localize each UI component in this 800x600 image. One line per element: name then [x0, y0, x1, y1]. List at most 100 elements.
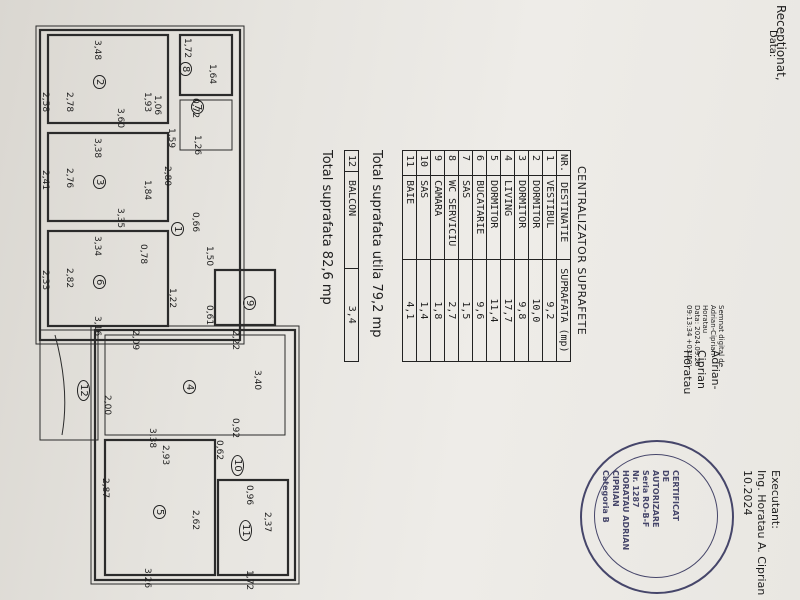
room-number-5: 5	[153, 505, 172, 520]
row-nr: 2	[528, 150, 543, 176]
row-destinatie: DORMITOR	[514, 175, 529, 260]
dim-r3-bottom: 3,35	[115, 208, 125, 229]
dim-r2-bottom: 3,60	[115, 108, 125, 129]
dim-r4-b: 2,22	[230, 330, 240, 351]
room-number-12: 12	[77, 380, 96, 401]
total-useful: Total suprafata utila 79,2 mp	[369, 150, 384, 338]
row-destinatie: CAMARA	[430, 175, 445, 260]
dim-r7-d: 1,26	[192, 135, 202, 156]
row-suprafata: 2,7	[444, 259, 459, 362]
digital-line-2: Adrian-Ciprian	[709, 305, 717, 356]
room-walls	[46, 33, 290, 577]
stamp-line-3: AUTORIZARE	[651, 470, 660, 528]
room-number-3: 3	[93, 175, 112, 190]
dim-r5-left: 2,87	[100, 478, 110, 499]
room-number-7: 7	[191, 100, 210, 115]
row-suprafata: 10,0	[528, 259, 543, 362]
row-destinatie: DORMITOR	[486, 175, 501, 260]
header-destinatie: DESTINATIE	[556, 175, 571, 260]
row-nr: 6	[472, 150, 487, 176]
dim-r1-a: 2,80	[162, 166, 172, 187]
table-title: CENTRALIZATOR SUPRAFETE	[575, 166, 588, 336]
digital-line-3: Horatau	[701, 305, 709, 334]
outer-walls	[35, 25, 300, 585]
executant-label: Executant:	[769, 470, 782, 529]
row-nr: 1	[542, 150, 557, 176]
dim-r5-bottom: 3,26	[142, 568, 152, 589]
dim-r1-d: 1,22	[167, 288, 177, 309]
row-nr: 4	[500, 150, 515, 176]
room-number-4: 4	[183, 380, 202, 395]
row-destinatie: WC SERVICIU	[444, 175, 459, 260]
dim-r2-left: 2,58	[40, 92, 50, 113]
authorization-stamp: CERTIFICAT DE AUTORIZARE Seria RO-B-F Nr…	[580, 440, 734, 594]
dim-r3-left: 2,41	[40, 170, 50, 191]
stamp-line-6: HORATAU ADRIAN	[621, 470, 630, 551]
row-destinatie: SAS	[458, 175, 473, 260]
digital-line-1: Semnat digital de	[717, 305, 725, 367]
row-nr: 5	[486, 150, 501, 176]
row-nr: 3	[514, 150, 529, 176]
room-number-1: 1	[171, 222, 190, 237]
row-destinatie: BUCATARIE	[472, 175, 487, 260]
data-label: Data:	[767, 30, 778, 58]
dim-r8-top: 1,72	[182, 38, 192, 59]
area-table-block: CENTRALIZATOR SUPRAFETE NR. DESTINATIE S…	[319, 150, 588, 362]
stamp-line-8: Categoria B	[601, 470, 610, 523]
stamp-line-5: Nr. 1287	[631, 470, 640, 508]
dim-r8-right: 1,64	[207, 64, 217, 85]
dim-r6-mid: 2,82	[64, 268, 74, 289]
room-number-9: 9	[243, 296, 262, 311]
dim-r6-left: 2,33	[40, 270, 50, 291]
row-suprafata: 9,8	[514, 259, 529, 362]
stamp-line-2: DE	[661, 470, 670, 483]
row-suprafata: 9,6	[472, 259, 487, 362]
total-area: Total suprafata 82,6 mp	[319, 150, 334, 305]
room-number-6: 6	[93, 275, 112, 290]
dim-r9-a: 0,61	[204, 305, 214, 326]
balcony-nr: 12	[344, 150, 359, 172]
dim-r7-a: 1,06	[152, 95, 162, 116]
row-nr: 11	[402, 150, 417, 176]
stamp-line-1: CERTIFICAT	[671, 470, 680, 521]
balcony-table: 12 BALCON 3,4	[344, 150, 359, 362]
row-destinatie: SAS	[416, 175, 431, 260]
room-number-8: 8	[179, 62, 198, 77]
row-suprafata: 11,4	[486, 259, 501, 362]
header-suprafata: SUPRAFATA (mp)	[556, 259, 571, 362]
dim-r1-b: 0,66	[190, 212, 200, 233]
row-suprafata: 17,7	[500, 259, 515, 362]
dim-r2-top: 3,48	[92, 40, 102, 61]
table-header-row: NR. DESTINATIE SUPRAFATA (mp)	[556, 150, 571, 362]
dim-r3-top: 3,38	[92, 138, 102, 159]
stamp-line-4: Seria RO-B-F	[641, 470, 650, 528]
dim-r1-c: 1,50	[204, 246, 214, 267]
executant-block: Executant: Ing. Horatau A. Ciprian 10.20…	[740, 470, 782, 595]
header-nr: NR.	[556, 150, 571, 176]
row-destinatie: VESTIBUL	[542, 175, 557, 260]
dim-r4-d: 0,92	[230, 418, 240, 439]
row-suprafata: 1,8	[430, 259, 445, 362]
dim-r4-f: 2,93	[160, 445, 170, 466]
digital-line-5: 09:13:34 +03'00'	[685, 305, 693, 367]
dim-r11-b: 1,72	[244, 570, 254, 591]
dim-r2-mid: 2,78	[64, 92, 74, 113]
dim-r6-right: 0,78	[138, 244, 148, 265]
dim-r3-right: 1,84	[142, 180, 152, 201]
room-number-11: 11	[239, 520, 258, 541]
dim-r10-b: 0,96	[244, 485, 254, 506]
dim-r5-right: 2,62	[190, 510, 200, 531]
room-number-2: 2	[93, 75, 112, 90]
executant-name: Ing. Horatau A. Ciprian	[755, 470, 768, 596]
